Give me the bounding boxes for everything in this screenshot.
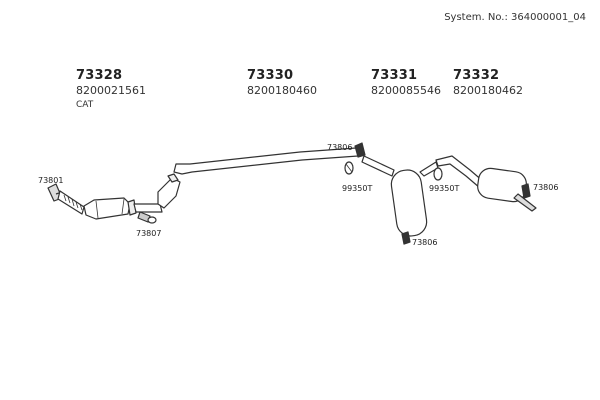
system-number: System. No.: 364000001_04 bbox=[444, 12, 586, 23]
oe-number: 8200085546 bbox=[371, 84, 441, 97]
front-pipe-bend bbox=[157, 177, 181, 209]
middle-silencer bbox=[390, 169, 428, 237]
callout-73806-top: 73806 bbox=[327, 143, 353, 152]
part-front-pipe: 73330 8200180460 bbox=[247, 68, 317, 97]
oe-number: 8200021561 bbox=[76, 84, 146, 97]
tailpipe bbox=[513, 193, 537, 212]
part-number: 73331 bbox=[371, 68, 418, 83]
part-number: 73332 bbox=[453, 68, 500, 83]
callout-73806-bottom: 73806 bbox=[412, 238, 438, 247]
oe-number: 8200180460 bbox=[247, 84, 317, 97]
part-middle-silencer: 73331 8200085546 bbox=[371, 68, 441, 97]
oe-number: 8200180462 bbox=[453, 84, 523, 97]
clamp-73807 bbox=[137, 211, 157, 224]
callout-73807: 73807 bbox=[136, 229, 162, 238]
part-number: 73330 bbox=[247, 68, 294, 83]
callout-73806-right: 73806 bbox=[533, 183, 559, 192]
middle-pipe-inlet bbox=[361, 155, 395, 177]
part-note: CAT bbox=[76, 100, 94, 110]
callout-99350t-right: 99350T bbox=[429, 184, 460, 193]
part-rear-silencer: 73332 8200180462 bbox=[453, 68, 523, 97]
clamp-99350t-right bbox=[433, 167, 443, 181]
flex-pipe bbox=[57, 190, 85, 215]
callout-73801: 73801 bbox=[38, 176, 64, 185]
part-number: 73328 bbox=[76, 68, 123, 83]
callout-99350t-left: 99350T bbox=[342, 184, 373, 193]
part-catalyst: 73328 8200021561 CAT bbox=[76, 68, 146, 110]
